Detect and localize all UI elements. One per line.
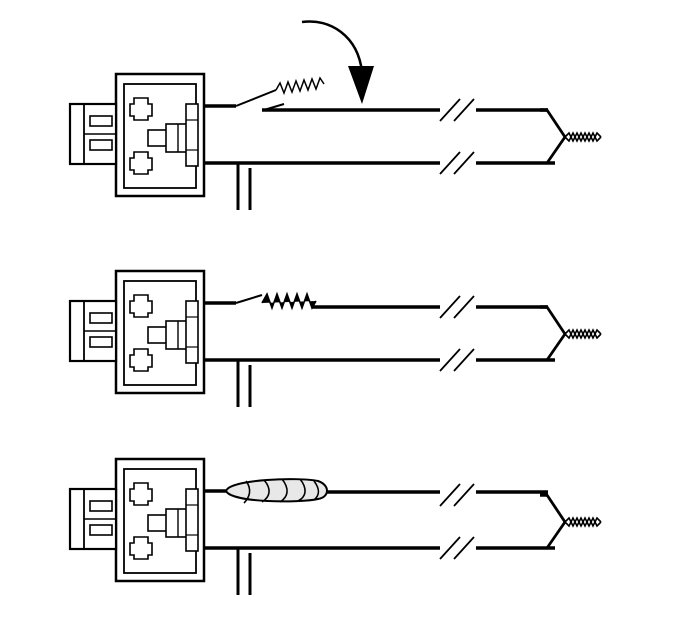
connector-icon	[68, 72, 603, 212]
connector-icon	[68, 269, 603, 409]
panel-step-2	[68, 269, 603, 409]
lifted-strand	[235, 89, 277, 107]
panel-step-3	[68, 457, 603, 597]
arrow-head	[348, 66, 374, 104]
tape-wrap-icon	[224, 478, 328, 504]
lifted-strand	[235, 294, 263, 304]
connector-icon	[68, 457, 603, 597]
panel-step-1	[68, 20, 603, 212]
twisted-wire-icon	[261, 291, 317, 311]
twisted-wire-icon	[275, 76, 325, 96]
curved-arrow-icon	[301, 20, 364, 73]
